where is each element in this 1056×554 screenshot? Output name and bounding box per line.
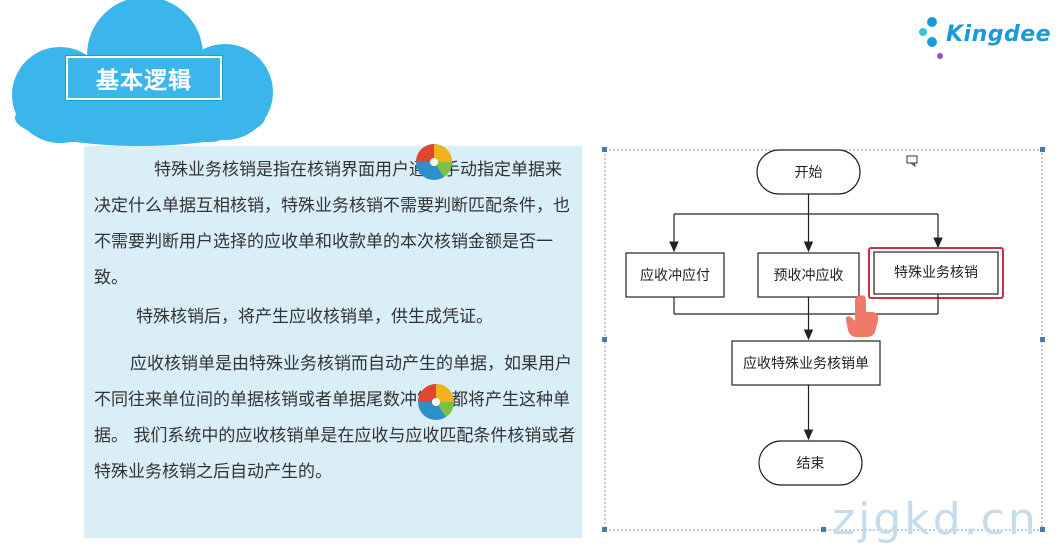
flowchart: 开始 应收冲应付 预收冲应收 特殊业务核销 应收特殊业务核销单 结束 bbox=[602, 147, 1045, 532]
node-b-label: 预收冲应收 bbox=[774, 267, 844, 284]
selection-handles[interactable] bbox=[602, 147, 1045, 532]
kingdee-dots-icon bbox=[919, 17, 943, 59]
node-prepaid-offset bbox=[757, 252, 860, 298]
result-node bbox=[731, 340, 881, 386]
section-title-box: 基本逻辑 bbox=[66, 56, 222, 100]
pinwheel-icon bbox=[418, 384, 455, 420]
node-offset-payable bbox=[625, 252, 725, 298]
comment-icon[interactable] bbox=[906, 155, 918, 168]
text-panel bbox=[84, 146, 582, 538]
result-label: 应收特殊业务核销单 bbox=[743, 355, 869, 372]
node-a-label: 应收冲应付 bbox=[640, 267, 710, 284]
node-highlight-border bbox=[868, 247, 1004, 299]
brand-logo-text: Kingdee bbox=[946, 22, 1052, 47]
paragraph-3: 应收核销单是由特殊业务核销而自动产生的单据，如果用户不同往来单位间的单据核销或者… bbox=[94, 354, 576, 482]
start-label: 开始 bbox=[795, 165, 823, 181]
watermark: zjgkd.cn bbox=[832, 494, 1039, 545]
hand-pointer-icon bbox=[845, 295, 879, 337]
pinwheel-icon bbox=[416, 144, 453, 180]
section-title: 基本逻辑 bbox=[96, 68, 192, 94]
end-node bbox=[758, 440, 863, 486]
node-c-label: 特殊业务核销 bbox=[894, 265, 978, 281]
paragraph-2: 特殊核销后，将产生应收核销单，供生成凭证。 bbox=[136, 307, 493, 327]
end-label: 结束 bbox=[797, 456, 825, 472]
paragraph-1: 特殊业务核销是指在核销界面用户通过手动指定单据来决定什么单据互相核销，特殊业务核… bbox=[94, 160, 570, 288]
node-special-writeoff[interactable] bbox=[873, 251, 999, 295]
